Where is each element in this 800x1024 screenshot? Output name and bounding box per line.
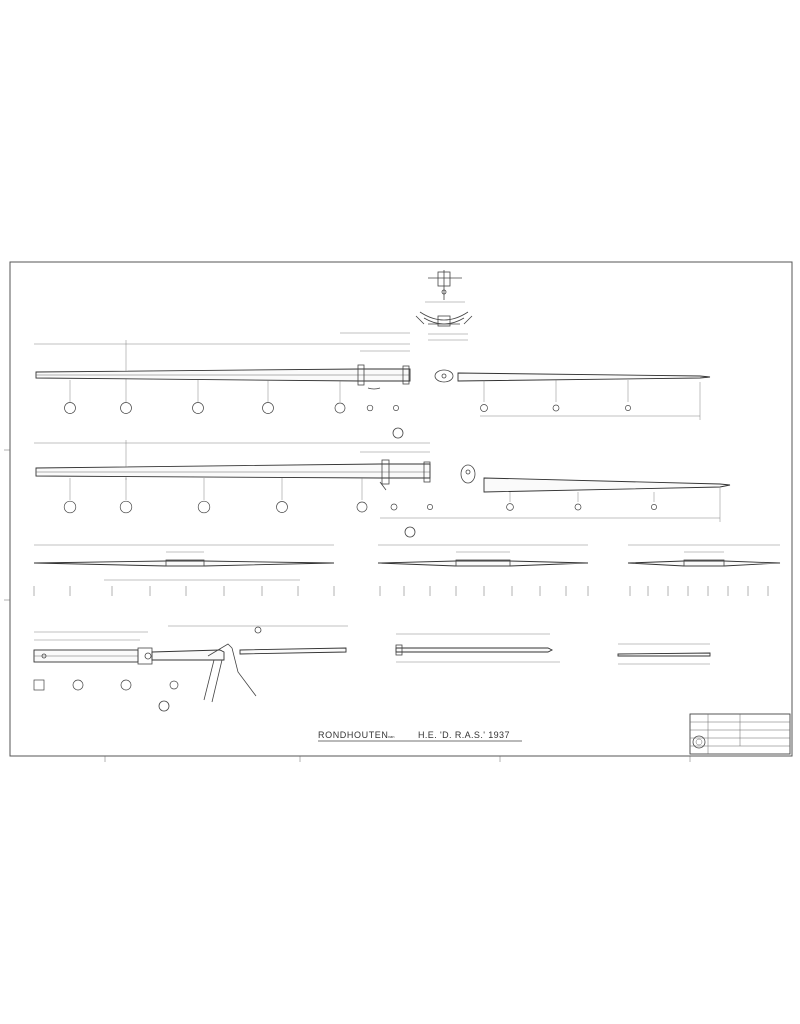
boomkin-view	[395, 633, 560, 663]
drawing-frame	[9, 261, 793, 757]
spar-1-sections	[64, 380, 631, 414]
spar-2-caption	[404, 526, 416, 538]
title-block	[689, 713, 791, 755]
boom-sections	[33, 679, 179, 691]
yard-3-view	[627, 544, 781, 596]
title-main: RONDHOUTEN	[318, 730, 389, 740]
frame-ticks	[4, 449, 691, 762]
fitting-detail	[415, 270, 473, 341]
boom-gaff-view	[33, 625, 348, 703]
spar-1-caption	[392, 427, 404, 439]
spar-2-sections	[63, 478, 657, 514]
drawing-title: RONDHOUTEN van H.E. 'D. R.A.S.' 1937	[318, 730, 522, 742]
flagpole-view	[617, 643, 711, 665]
spar-2-view	[34, 440, 731, 522]
title-mid: van	[388, 734, 394, 739]
title-sub: H.E. 'D. R.A.S.' 1937	[418, 730, 510, 740]
boom-caption	[158, 700, 170, 712]
yard-2-view	[377, 544, 589, 596]
yard-1-view	[33, 544, 335, 596]
spar-1-view	[34, 332, 711, 420]
